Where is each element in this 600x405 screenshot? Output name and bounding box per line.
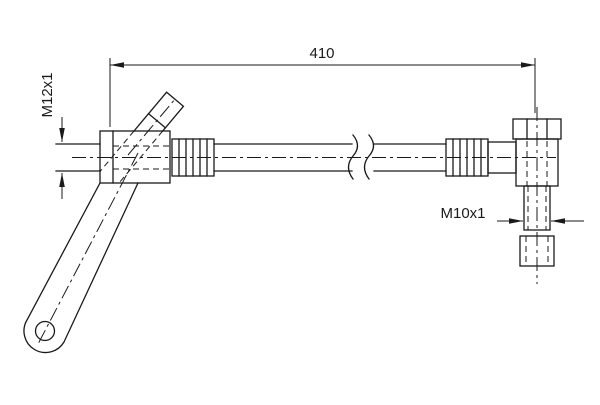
centerlines (36, 97, 556, 347)
connector-neck-1 (133, 112, 150, 132)
left-fitting (55, 91, 185, 184)
bracket-hole (34, 320, 56, 342)
dimension-m10x1-group: M10x1 (440, 205, 584, 224)
thread-label-m12x1: M12x1 (39, 72, 56, 117)
dimension-m12x1-group: M12x1 (39, 72, 65, 199)
centerline-connector (127, 97, 177, 156)
dimension-410-group: 410 (109, 45, 536, 127)
angled-bore-hidden-1 (99, 130, 135, 172)
bracket-outline (23, 182, 139, 354)
break-symbol-2 (363, 134, 375, 180)
right-fitting (487, 118, 562, 267)
break-symbol-1 (347, 134, 359, 180)
connector-neck-2 (161, 126, 167, 132)
thread-label-m10x1: M10x1 (440, 205, 485, 222)
centerline-bracket (36, 152, 139, 347)
dimension-label-410: 410 (309, 45, 334, 62)
mounting-bracket (23, 182, 139, 354)
